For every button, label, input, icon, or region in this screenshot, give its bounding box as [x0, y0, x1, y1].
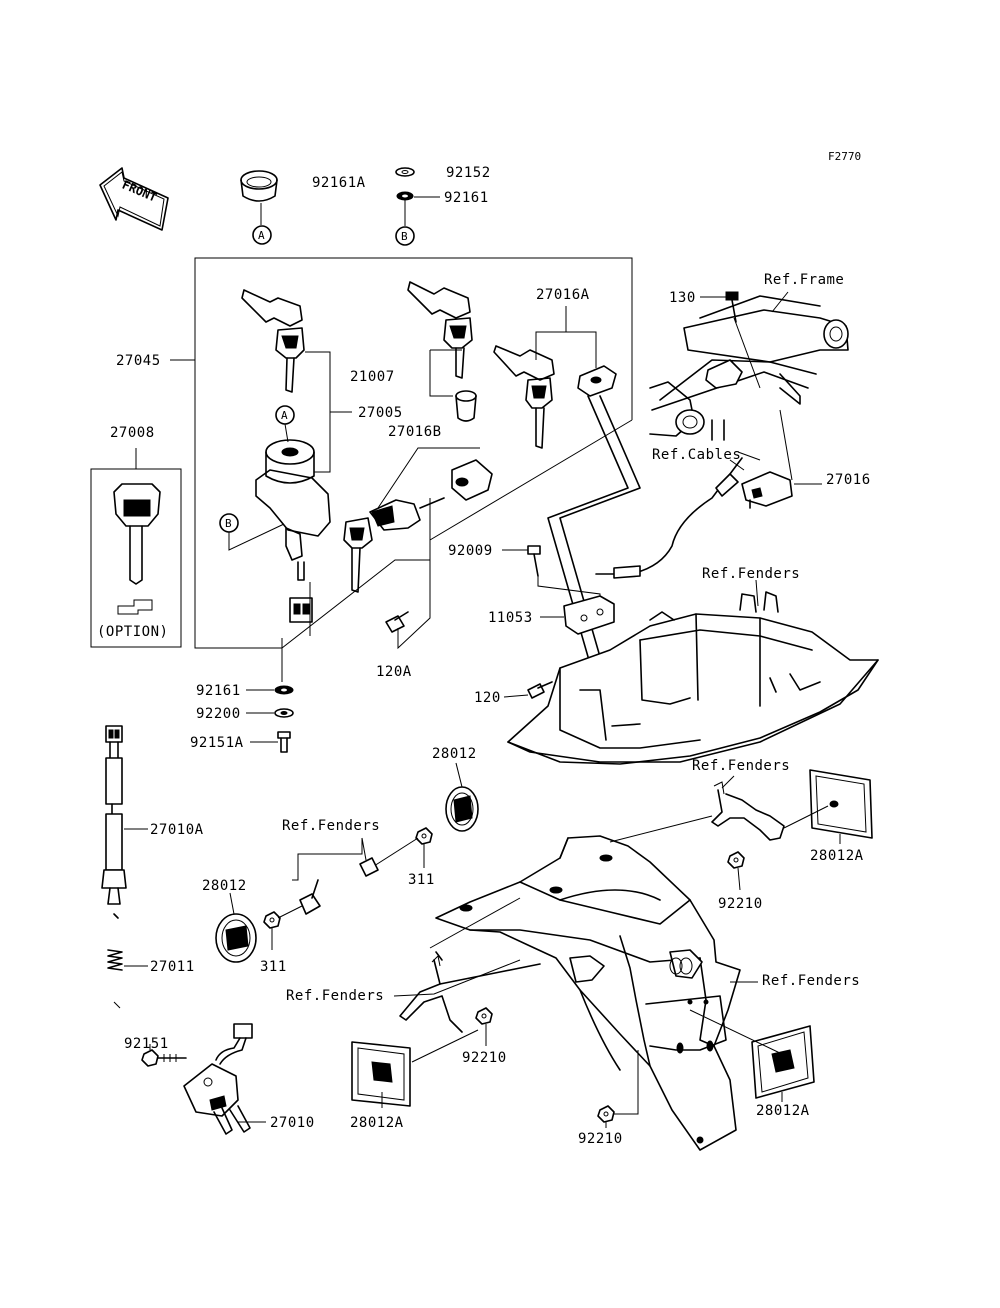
part-label-28012A-left: 28012A — [350, 1115, 404, 1131]
rear-undertray-icon — [507, 591, 879, 765]
part-label-28012-left: 28012 — [202, 878, 247, 894]
screw-92151-icon — [141, 1049, 187, 1067]
svg-text:A: A — [281, 409, 288, 422]
part-label-27016A: 27016A — [536, 287, 590, 303]
part-label-92151A: 92151A — [190, 735, 244, 751]
callout-a-switch: A — [275, 405, 295, 425]
front-arrow-icon: FRONT — [99, 167, 169, 231]
cap-92161A-icon — [240, 170, 278, 202]
ref-cables: Ref.Cables — [652, 447, 741, 463]
part-label-130: 130 — [669, 290, 696, 306]
part-label-27016B: 27016B — [388, 424, 442, 440]
reflector-28012A-right-icon — [751, 1025, 815, 1099]
ignition-switch-icon — [255, 439, 331, 636]
washer-92152-icon — [395, 167, 415, 177]
callout-a-top: A — [252, 225, 272, 245]
callout-b-top: B — [395, 226, 415, 246]
rear-fender-icon — [435, 835, 741, 1151]
svg-text:B: B — [225, 517, 232, 530]
part-label-11053: 11053 — [488, 610, 533, 626]
reflector-28012A-left-icon — [351, 1041, 411, 1107]
part-label-92200: 92200 — [196, 706, 241, 722]
screw-92009-icon — [527, 545, 541, 577]
bracket-11053-icon — [563, 595, 615, 635]
ref-fenders-2: Ref.Fenders — [282, 818, 380, 834]
part-label-28012A-top: 28012A — [810, 848, 864, 864]
part-label-27008: 27008 — [110, 425, 155, 441]
key-blank-27005-icon — [241, 289, 305, 393]
part-label-21007: 21007 — [350, 369, 395, 385]
screw-92151A-icon — [277, 731, 291, 753]
key-set-27016B-icon — [343, 497, 445, 593]
part-label-28012-top: 28012 — [432, 746, 477, 762]
part-label-311-b: 311 — [260, 959, 287, 975]
callout-b-switch: B — [219, 513, 239, 533]
reflector-28012-top-icon — [445, 786, 479, 832]
part-label-311-a: 311 — [408, 872, 435, 888]
part-label-27045: 27045 — [116, 353, 161, 369]
part-label-92210-mid: 92210 — [462, 1050, 507, 1066]
nut-92210-mid-icon — [475, 1007, 493, 1025]
nut-92210-right-icon — [727, 851, 745, 869]
switch-27010-icon — [183, 1023, 253, 1135]
nut-92210-bot-icon — [597, 1105, 615, 1123]
kit-boundary — [194, 257, 633, 649]
ref-fenders-4: Ref.Fenders — [286, 988, 384, 1004]
part-label-27016: 27016 — [826, 472, 871, 488]
reflector-28012A-top-icon — [809, 769, 873, 839]
key-blank-21007-icon — [407, 281, 473, 379]
ref-frame: Ref.Frame — [764, 272, 844, 288]
washer-92161-mid-icon — [274, 685, 294, 695]
nut-311-a-icon — [415, 827, 433, 845]
ref-fenders-3: Ref.Fenders — [692, 758, 790, 774]
screw-120-icon — [527, 681, 553, 699]
option-label: (OPTION) — [97, 624, 168, 640]
part-label-28012A-right: 28012A — [756, 1103, 810, 1119]
spring-27011-icon — [107, 949, 123, 971]
stud-icon — [299, 857, 379, 915]
switch-27010A-icon — [101, 725, 127, 919]
part-label-92161-mid: 92161 — [196, 683, 241, 699]
part-label-120A: 120A — [376, 664, 412, 680]
part-label-27011: 27011 — [150, 959, 195, 975]
washer-92200-icon — [274, 708, 294, 718]
part-label-27010: 27010 — [270, 1115, 315, 1131]
ref-fenders-1: Ref.Fenders — [702, 566, 800, 582]
svg-text:A: A — [258, 229, 265, 242]
nut-311-b-icon — [263, 911, 281, 929]
part-label-120: 120 — [474, 690, 501, 706]
bracket-left-icon — [399, 951, 541, 1033]
frame-icon — [649, 295, 849, 441]
figure-code: F2770 — [828, 150, 861, 163]
part-label-92009: 92009 — [448, 543, 493, 559]
option-key-icon — [113, 483, 161, 615]
part-label-92161A: 92161A — [312, 175, 366, 191]
washer-92161-icon — [396, 191, 414, 201]
seat-lock-27016A-icon — [577, 365, 617, 397]
lock-27016-icon — [741, 471, 793, 509]
cable-icon — [595, 457, 743, 575]
part-label-92210-right: 92210 — [718, 896, 763, 912]
part-label-92210-bot: 92210 — [578, 1131, 623, 1147]
screw-120A-icon — [385, 611, 409, 633]
reflector-28012-left-icon — [215, 913, 257, 963]
part-label-92152: 92152 — [446, 165, 491, 181]
cylinder-21007-icon — [455, 390, 477, 422]
part-label-92151: 92151 — [124, 1036, 169, 1052]
svg-text:B: B — [401, 230, 408, 243]
key-set-27016A-icon — [493, 345, 555, 449]
bracket-right-icon — [711, 781, 785, 841]
part-label-92161-top: 92161 — [444, 190, 489, 206]
part-label-27010A: 27010A — [150, 822, 204, 838]
ref-fenders-5: Ref.Fenders — [762, 973, 860, 989]
part-label-27005: 27005 — [358, 405, 403, 421]
cylinder-27016B-icon — [451, 459, 493, 501]
